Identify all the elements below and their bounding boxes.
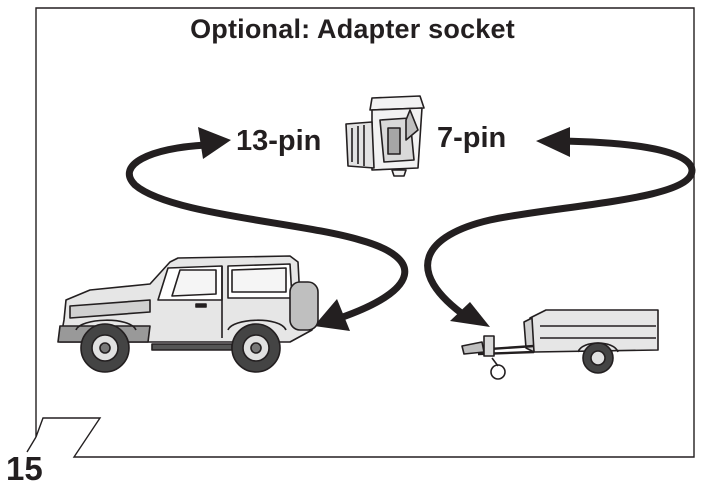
adapter-socket-icon: [345, 95, 425, 177]
jeep-vehicle-icon: [57, 255, 319, 373]
trailer-icon: [461, 309, 659, 380]
label-13-pin: 13-pin: [236, 125, 322, 157]
page-corner-tick: [26, 436, 37, 453]
label-7-pin: 7-pin: [437, 122, 507, 154]
arrow-to-trailer-icon: [424, 127, 696, 327]
diagram-title: Optional: Adapter socket: [190, 14, 515, 44]
page-frame: [35, 7, 695, 458]
arrow-to-vehicle-icon: [125, 127, 409, 331]
page-number: 15: [6, 450, 43, 487]
